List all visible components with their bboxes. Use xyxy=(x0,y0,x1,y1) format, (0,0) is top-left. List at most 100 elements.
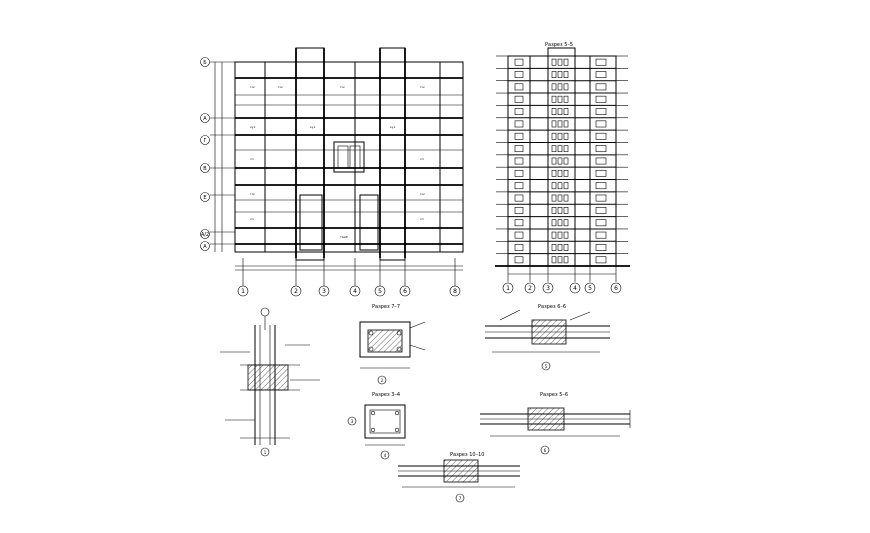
detail-section-3-4: Разрез 3–4 3 4 xyxy=(347,392,406,460)
plan-axis-bubbles-bottom: 1 2 3 4 5 6 8 xyxy=(237,285,461,297)
svg-text:1: 1 xyxy=(506,285,510,292)
section-level-marks xyxy=(496,55,628,267)
opening xyxy=(563,83,569,91)
section-title-6-6: Разрез 6–6 xyxy=(538,304,566,310)
svg-text:В: В xyxy=(203,166,207,172)
svg-text:кух: кух xyxy=(310,125,316,129)
opening xyxy=(514,71,524,78)
svg-text:4: 4 xyxy=(573,285,577,292)
opening xyxy=(514,58,524,66)
svg-text:гос: гос xyxy=(250,192,255,196)
opening xyxy=(551,58,557,66)
section-floor-lines xyxy=(508,55,616,267)
svg-text:гос: гос xyxy=(420,192,425,196)
opening xyxy=(563,58,569,66)
svg-text:А: А xyxy=(203,244,207,250)
opening xyxy=(514,256,524,264)
opening xyxy=(514,169,524,177)
svg-text:сп: сп xyxy=(420,217,424,221)
detail-section-5-6: Разрез 5–6 6 xyxy=(480,392,631,455)
opening xyxy=(551,182,557,190)
svg-text:5: 5 xyxy=(378,288,382,295)
opening xyxy=(595,83,607,91)
section-title-3-4: Разрез 3–4 xyxy=(372,392,400,398)
opening xyxy=(514,207,524,214)
detail-section-7-7: Разрез 7–7 2 xyxy=(359,304,426,385)
opening xyxy=(514,108,524,115)
opening xyxy=(563,219,569,227)
opening xyxy=(551,95,557,103)
section-title-10-10: Разрез 10–10 xyxy=(450,452,484,458)
plan-walls-horizontal xyxy=(235,77,463,245)
opening xyxy=(563,157,569,165)
svg-text:гос: гос xyxy=(420,85,425,89)
opening xyxy=(595,244,607,251)
svg-text:Г: Г xyxy=(203,138,206,144)
opening xyxy=(557,244,563,251)
svg-text:5: 5 xyxy=(545,364,548,369)
opening xyxy=(595,157,607,165)
opening xyxy=(557,120,563,128)
opening xyxy=(595,231,607,239)
svg-text:гос: гос xyxy=(250,85,255,89)
svg-text:Б: Б xyxy=(203,60,207,66)
opening xyxy=(595,95,607,103)
opening xyxy=(514,83,524,91)
opening xyxy=(563,169,569,177)
opening xyxy=(514,145,524,153)
opening xyxy=(557,256,563,264)
opening xyxy=(514,120,524,128)
plan-walls-vertical xyxy=(264,48,441,258)
opening xyxy=(557,132,563,140)
svg-text:3: 3 xyxy=(546,285,550,292)
svg-text:тамб: тамб xyxy=(340,235,348,239)
opening xyxy=(551,157,557,165)
detail-section-6-6: Разрез 6–6 5 xyxy=(485,304,610,371)
opening xyxy=(514,182,524,190)
svg-text:6: 6 xyxy=(614,285,618,292)
opening xyxy=(514,132,524,140)
opening xyxy=(557,83,563,91)
opening xyxy=(563,132,569,140)
opening xyxy=(557,231,563,239)
opening xyxy=(557,58,563,66)
opening xyxy=(551,120,557,128)
opening xyxy=(551,132,557,140)
opening xyxy=(563,244,569,251)
section-title-5-6: Разрез 5–6 xyxy=(540,392,568,398)
opening xyxy=(557,169,563,177)
opening xyxy=(557,194,563,202)
svg-text:гос: гос xyxy=(340,85,345,89)
svg-text:сп: сп xyxy=(250,217,254,221)
opening xyxy=(551,231,557,239)
svg-text:8: 8 xyxy=(453,288,457,295)
opening xyxy=(595,207,607,214)
plan-axis-bubbles-left: Б А Г В Е А/2 А xyxy=(200,57,210,251)
opening xyxy=(595,256,607,264)
opening xyxy=(595,132,607,140)
svg-text:1: 1 xyxy=(241,288,245,295)
opening xyxy=(557,145,563,153)
opening xyxy=(595,120,607,128)
opening xyxy=(563,108,569,115)
opening xyxy=(563,256,569,264)
opening xyxy=(563,194,569,202)
svg-text:гос: гос xyxy=(278,85,283,89)
svg-text:2: 2 xyxy=(528,285,532,292)
opening xyxy=(514,157,524,165)
opening xyxy=(563,95,569,103)
opening xyxy=(595,71,607,78)
svg-text:2: 2 xyxy=(381,378,384,383)
svg-text:сп: сп xyxy=(250,157,254,161)
detail-column-node: 1 xyxy=(220,307,320,457)
opening xyxy=(514,219,524,227)
svg-text:3: 3 xyxy=(351,419,354,424)
opening xyxy=(551,169,557,177)
opening xyxy=(514,194,524,202)
opening xyxy=(563,207,569,214)
section-openings xyxy=(514,58,607,264)
opening xyxy=(551,108,557,115)
